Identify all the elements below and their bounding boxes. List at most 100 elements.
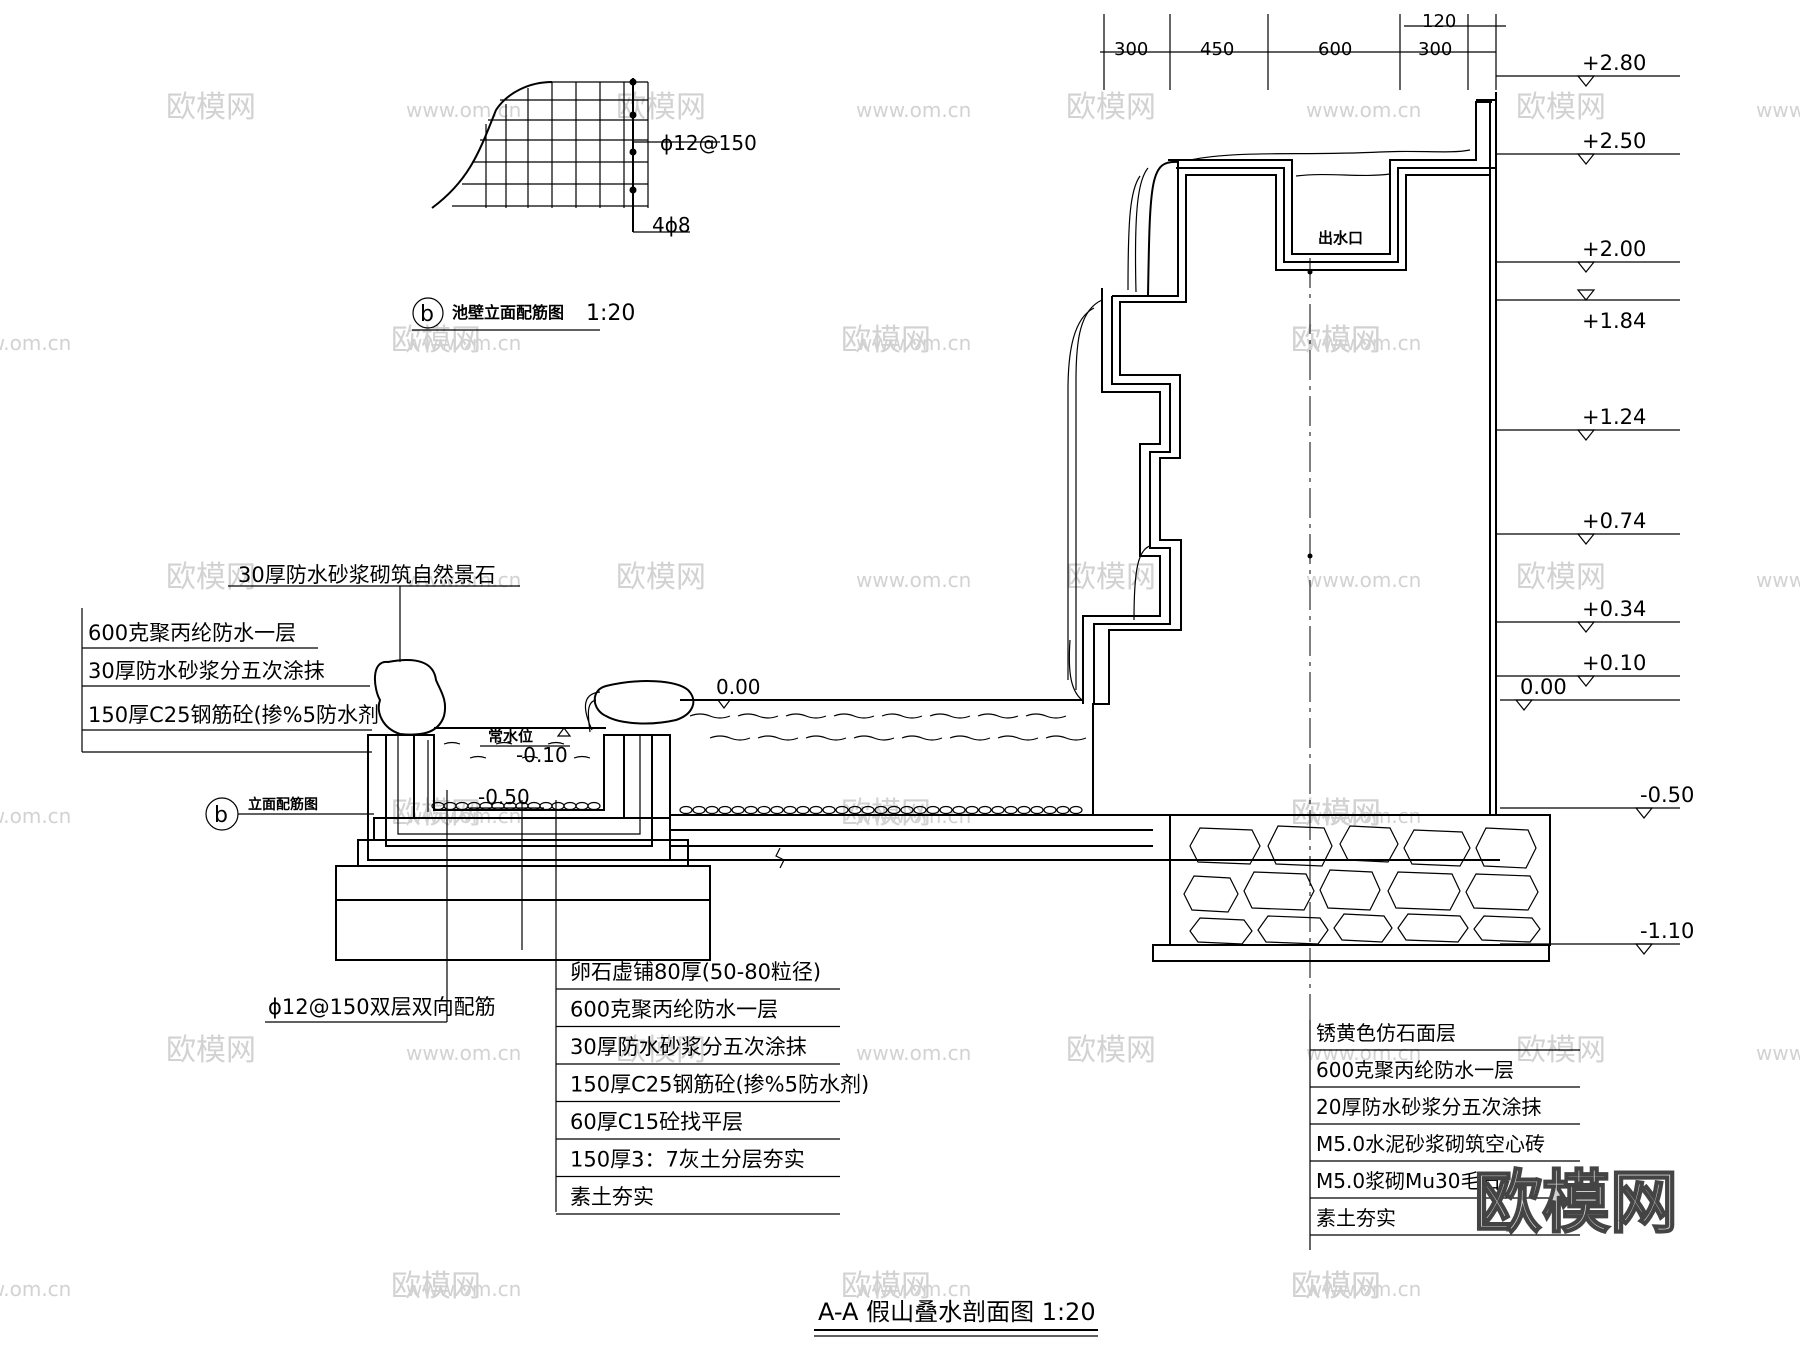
pebble <box>822 805 836 815</box>
pool-level-minus010: -0.10 <box>516 743 568 767</box>
normal-water-level-label: 常水位 <box>488 727 533 745</box>
rubble-stone <box>1189 827 1261 865</box>
elevation-triangle <box>1576 153 1596 165</box>
pebble <box>679 805 693 815</box>
wall-layer-text: 素土夯实 <box>1316 1206 1396 1230</box>
watermark-url: www.om.cn <box>1306 568 1421 592</box>
pebble <box>952 805 966 815</box>
watermark-url: www.om.cn <box>856 98 971 122</box>
rubble-stone <box>1267 825 1333 867</box>
pebble <box>705 805 719 815</box>
pebble <box>861 805 875 815</box>
pebble <box>848 805 862 815</box>
pebble <box>744 805 758 815</box>
pebble <box>1043 805 1057 815</box>
watermark-url: www.om.cn <box>1306 1041 1421 1065</box>
watermark-brand: 欧模网 <box>1291 1269 1381 1304</box>
pebble <box>913 805 927 815</box>
elevation-label: +0.34 <box>1582 597 1646 621</box>
watermark-url: www.om.cn <box>406 331 521 355</box>
floor-layer-text: 卵石虚铺80厚(50-80粒径) <box>570 960 821 984</box>
callout-concrete: 150厚C25钢筋砼(掺%5防水剂 <box>88 703 379 727</box>
elevation-label: +2.00 <box>1582 237 1646 261</box>
callout-mortar: 30厚防水砂浆分五次涂抹 <box>88 659 325 683</box>
pebble <box>1017 805 1031 815</box>
pebble <box>551 801 565 811</box>
pebble <box>692 805 706 815</box>
watermark-brand: 欧模网 <box>1066 90 1156 125</box>
wall-layer-text: 20厚防水砂浆分五次涂抹 <box>1316 1095 1541 1119</box>
rubble-foundation <box>1169 814 1551 946</box>
detail-b-rebar-elevation: ϕ12@150 4ϕ8 b 池壁立面配筋图 1:20 <box>412 78 757 331</box>
watermark-url: www.om.cn <box>856 1277 971 1301</box>
watermark-brand: 欧模网 <box>166 1033 256 1068</box>
callout-stone: 30厚防水砂浆砌筑自然景石 <box>238 563 496 587</box>
water-ripple <box>469 755 487 759</box>
pebble <box>1004 805 1018 815</box>
pool-floor-layer-list: 卵石虚铺80厚(50-80粒径)600克聚丙纶防水一层30厚防水砂浆分五次涂抹1… <box>556 960 869 1215</box>
pebble <box>1069 805 1083 815</box>
watermark-brand: 欧模网 <box>1516 90 1606 125</box>
rebar-callout: ϕ12@150双层双向配筋 <box>268 995 496 1019</box>
rubble-stone <box>1257 915 1329 945</box>
watermark-brand: 欧模网 <box>1066 560 1156 595</box>
water-ripple <box>495 741 513 745</box>
water-ripple <box>443 741 461 745</box>
elevation-triangle <box>1576 261 1596 273</box>
watermark-brand: 欧模网 <box>1516 560 1606 595</box>
elevation-triangle <box>1576 621 1596 633</box>
rubble-stone <box>1473 915 1541 943</box>
elevation-label: -0.50 <box>1640 783 1694 807</box>
elevation-triangle <box>1576 429 1596 441</box>
elevation-label: +1.84 <box>1582 309 1646 333</box>
wall-layer-text: 锈黄色仿石面层 <box>1316 1021 1456 1045</box>
detail-marker-label: 立面配筋图 <box>248 796 318 813</box>
watermark-brand: 欧模网 <box>166 90 256 125</box>
rubble-stone <box>1333 913 1393 943</box>
callout-membrane: 600克聚丙纶防水一层 <box>88 621 296 645</box>
dim-300b: 300 <box>1418 39 1452 60</box>
watermark-url: www.om.cn <box>0 331 71 355</box>
water-ripple <box>977 713 1019 719</box>
watermark-url: www.om.cn <box>1306 331 1421 355</box>
water-ripple <box>1025 713 1067 719</box>
wall-layer-list: 锈黄色仿石面层600克聚丙纶防水一层20厚防水砂浆分五次涂抹M5.0水泥砂浆砌筑… <box>1309 1020 1580 1250</box>
watermark-url: www.om.cn <box>406 568 521 592</box>
elevation-triangle <box>1634 807 1654 819</box>
watermark-url: www.om.cn <box>0 804 71 828</box>
floor-layer-text: 素土夯实 <box>570 1185 654 1209</box>
water-ripple <box>881 713 923 719</box>
watermark-url: www.om.cn <box>1756 568 1800 592</box>
water-ripple <box>709 735 751 741</box>
floor-layer-text: 600克聚丙纶防水一层 <box>570 998 778 1022</box>
pebble <box>965 805 979 815</box>
elevation-label: +1.24 <box>1582 405 1646 429</box>
watermark-url: www.om.cn <box>1306 1277 1421 1301</box>
water-ripple <box>997 735 1039 741</box>
rebar-label-2: 4ϕ8 <box>652 213 691 237</box>
water-ripple <box>689 713 731 719</box>
watermark-url: www.om.cn <box>1306 98 1421 122</box>
floor-layer-text: 30厚防水砂浆分五次涂抹 <box>570 1035 807 1059</box>
watermark-brand: 欧模网 <box>841 1269 931 1304</box>
water-ripple <box>737 713 779 719</box>
watermark-url: www.om.cn <box>1756 1041 1800 1065</box>
pebble <box>1056 805 1070 815</box>
pebble <box>887 805 901 815</box>
pebble <box>1030 805 1044 815</box>
pebble <box>900 805 914 815</box>
pebble <box>926 805 940 815</box>
dim-120: 120 <box>1422 11 1456 32</box>
watermark-brand: 欧模网 <box>1291 796 1381 831</box>
right-elevation-marks: +2.80+2.50+2.00+1.84+1.24+0.74+0.34+0.10… <box>1496 51 1694 955</box>
watermark-brand: 欧模网 <box>391 1269 481 1304</box>
rubble-stone <box>1183 875 1239 913</box>
detail-marker-circle <box>412 297 444 329</box>
pebble <box>809 805 823 815</box>
wall-layer-text: 600克聚丙纶防水一层 <box>1316 1058 1514 1082</box>
rubble-stone <box>1319 869 1381 911</box>
water-ripple <box>521 755 539 759</box>
elevation-triangle <box>1576 75 1596 87</box>
pool-level-minus050: -0.50 <box>478 785 530 809</box>
